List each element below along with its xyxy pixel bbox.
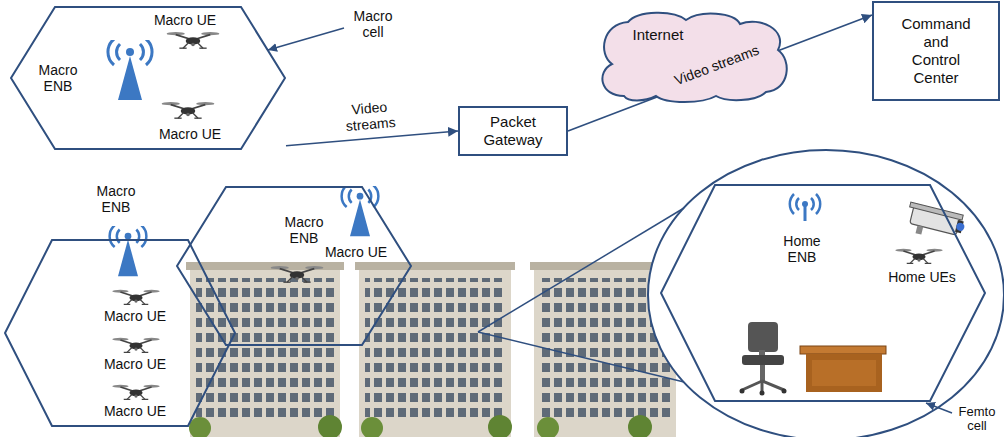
box-text: Packet Gateway: [473, 113, 553, 149]
cloud-shape: [602, 13, 786, 102]
tree: [189, 417, 211, 437]
node-text: Macro UE: [95, 308, 175, 324]
edge-label: Video streams: [337, 98, 403, 135]
node-text: Home UEs: [882, 269, 962, 285]
hexagon-shape: [661, 185, 985, 401]
hexagon-shape: [11, 7, 285, 149]
drone-icon: [112, 290, 159, 305]
drone-icon: [112, 338, 159, 353]
building-facade: [190, 270, 340, 437]
leader-arrow: [268, 28, 344, 50]
node-text: Internet: [626, 26, 690, 44]
node-text: Macro UE: [95, 356, 175, 372]
drone-icon: [271, 266, 324, 282]
building-windows: [365, 278, 505, 418]
node-text: Macro ENB: [88, 183, 144, 215]
macro-cell-hexagon: Macro ENBMacro UE: [176, 186, 412, 346]
control-center-box: Command and Control Center: [872, 1, 1000, 101]
building: [186, 262, 344, 437]
gateway-box: Packet Gateway: [458, 106, 568, 156]
region-label: Macro cell: [348, 8, 398, 40]
home-enb-icon: [790, 194, 820, 221]
hexagon-shape: [5, 240, 235, 426]
tree: [628, 415, 652, 437]
tree: [488, 415, 512, 437]
hexagon-shape: [177, 187, 411, 345]
node-text: Macro UE: [316, 244, 396, 260]
drone-icon: [162, 102, 215, 118]
region-label: Femto cell: [955, 405, 999, 433]
zoom-line: [478, 332, 684, 382]
tower-icon: [108, 39, 152, 100]
tower-icon: [110, 225, 147, 276]
hexagon-outline: [660, 184, 986, 402]
node-text: Macro UE: [140, 12, 230, 28]
flow-arrow: [286, 131, 458, 146]
node-text: Macro ENB: [276, 214, 332, 246]
node-text: Macro UE: [95, 403, 175, 419]
building-facade: [359, 270, 511, 437]
tree: [537, 417, 559, 437]
hexagon-outline: [176, 186, 412, 346]
node-text: Macro UE: [150, 126, 230, 142]
drone-icon: [167, 32, 220, 48]
leader-arrow: [926, 403, 952, 413]
femto-cell-hexagon: Home ENB Home UEs: [660, 184, 986, 402]
tree: [318, 415, 342, 437]
zoom-line: [478, 208, 684, 332]
zoom-circle: [648, 150, 1004, 437]
box-text: Command and Control Center: [899, 15, 973, 87]
drone-icon: [895, 249, 942, 264]
chair-icon: [740, 322, 787, 396]
tree: [361, 417, 383, 437]
building-roof: [355, 262, 515, 270]
node-text: Home ENB: [772, 233, 832, 265]
desk-icon: [800, 346, 886, 392]
drone-icon: [112, 385, 159, 400]
macro-cell-hexagon: Macro UE Macro ENB Macro UE: [10, 6, 286, 150]
node-text: Macro ENB: [30, 62, 86, 94]
tower-icon: [342, 185, 379, 236]
building: [355, 262, 515, 437]
